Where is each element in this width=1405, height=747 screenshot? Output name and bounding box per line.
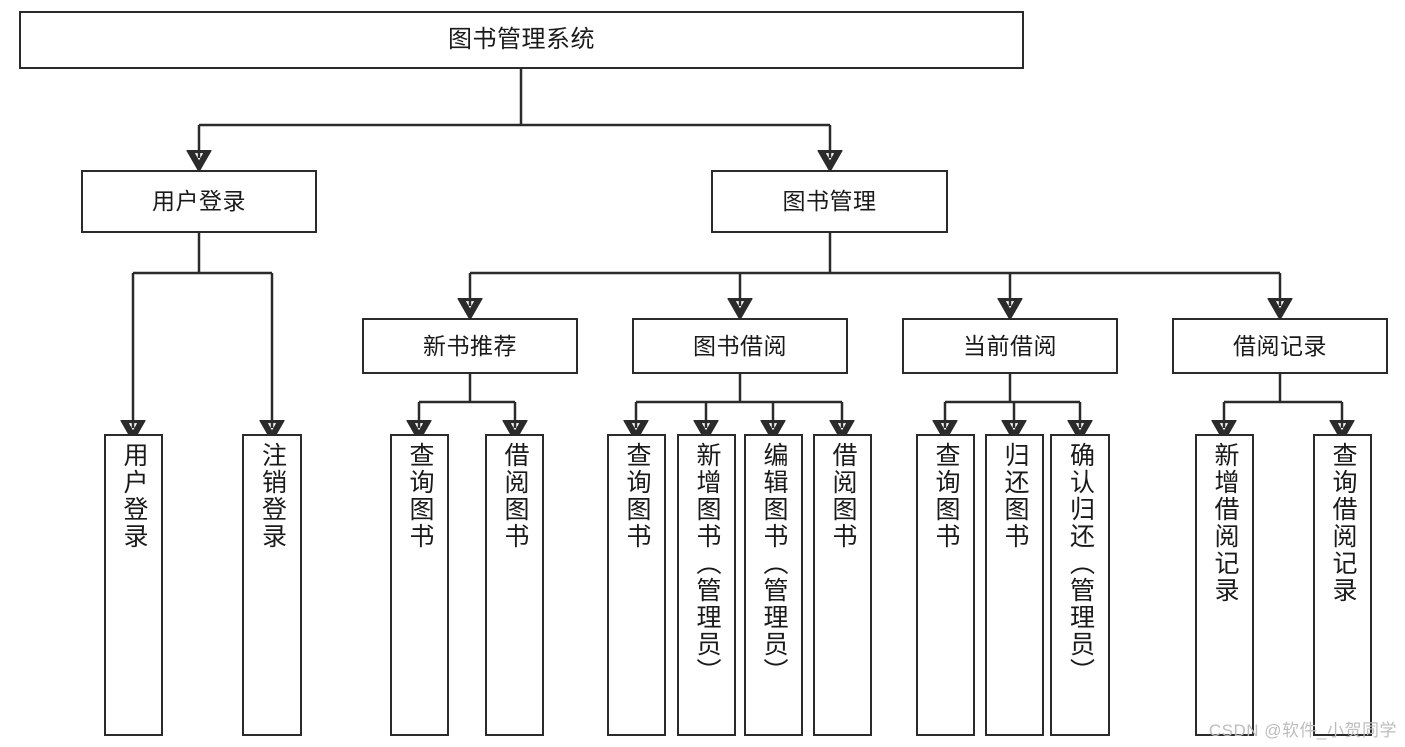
node-leaf-edit-book-admin-label: 编辑图书（管理员） bbox=[760, 442, 788, 685]
node-leaf-add-borrow-record[interactable]: 新增借阅记录 bbox=[1195, 434, 1254, 736]
node-borrow-records[interactable]: 借阅记录 bbox=[1172, 318, 1388, 374]
node-leaf-return-books-label: 归还图书 bbox=[1001, 442, 1029, 550]
node-leaf-user-login-label: 用户登录 bbox=[120, 442, 148, 550]
node-leaf-query-books-current-label: 查询图书 bbox=[932, 442, 960, 550]
node-leaf-query-books-borrow[interactable]: 查询图书 bbox=[607, 434, 666, 736]
node-borrow-records-label: 借阅记录 bbox=[1233, 332, 1327, 359]
node-current-borrow[interactable]: 当前借阅 bbox=[902, 318, 1118, 374]
node-new-book-recommend-label: 新书推荐 bbox=[423, 332, 517, 359]
node-leaf-borrow-books-newbook[interactable]: 借阅图书 bbox=[485, 434, 544, 736]
node-leaf-return-books[interactable]: 归还图书 bbox=[985, 434, 1044, 736]
node-leaf-logout-label: 注销登录 bbox=[258, 442, 287, 550]
node-leaf-add-book-admin-label: 新增图书（管理员） bbox=[693, 442, 721, 685]
node-leaf-add-book-admin[interactable]: 新增图书（管理员） bbox=[677, 434, 736, 736]
node-leaf-borrow-books-newbook-label: 借阅图书 bbox=[501, 442, 529, 550]
node-leaf-query-books-current[interactable]: 查询图书 bbox=[916, 434, 975, 736]
node-current-borrow-label: 当前借阅 bbox=[963, 332, 1057, 359]
node-book-management[interactable]: 图书管理 bbox=[711, 170, 948, 233]
node-user-login-label: 用户登录 bbox=[152, 188, 246, 215]
node-book-borrow[interactable]: 图书借阅 bbox=[632, 318, 848, 374]
watermark: CSDN @软件_小贺同学 bbox=[1208, 721, 1397, 740]
node-leaf-logout[interactable]: 注销登录 bbox=[242, 434, 302, 736]
node-root-label: 图书管理系统 bbox=[448, 26, 595, 54]
node-leaf-add-borrow-record-label: 新增借阅记录 bbox=[1211, 442, 1239, 604]
node-leaf-user-login[interactable]: 用户登录 bbox=[104, 434, 163, 736]
node-book-management-label: 图书管理 bbox=[782, 188, 877, 215]
node-leaf-query-borrow-record[interactable]: 查询借阅记录 bbox=[1313, 434, 1372, 736]
node-leaf-edit-book-admin[interactable]: 编辑图书（管理员） bbox=[744, 434, 803, 736]
node-leaf-confirm-return-admin-label: 确认归还（管理员） bbox=[1066, 442, 1095, 685]
node-leaf-query-books-newbook[interactable]: 查询图书 bbox=[390, 434, 449, 736]
node-leaf-borrow-books-borrow[interactable]: 借阅图书 bbox=[813, 434, 872, 736]
node-user-login[interactable]: 用户登录 bbox=[81, 170, 317, 233]
node-book-borrow-label: 图书借阅 bbox=[693, 332, 787, 359]
node-new-book-recommend[interactable]: 新书推荐 bbox=[362, 318, 578, 374]
node-leaf-query-books-newbook-label: 查询图书 bbox=[406, 442, 434, 550]
node-leaf-query-borrow-record-label: 查询借阅记录 bbox=[1329, 442, 1357, 604]
node-leaf-borrow-books-borrow-label: 借阅图书 bbox=[829, 442, 857, 550]
node-leaf-query-books-borrow-label: 查询图书 bbox=[623, 442, 651, 550]
node-root[interactable]: 图书管理系统 bbox=[19, 11, 1024, 69]
node-leaf-confirm-return-admin[interactable]: 确认归还（管理员） bbox=[1050, 434, 1110, 736]
